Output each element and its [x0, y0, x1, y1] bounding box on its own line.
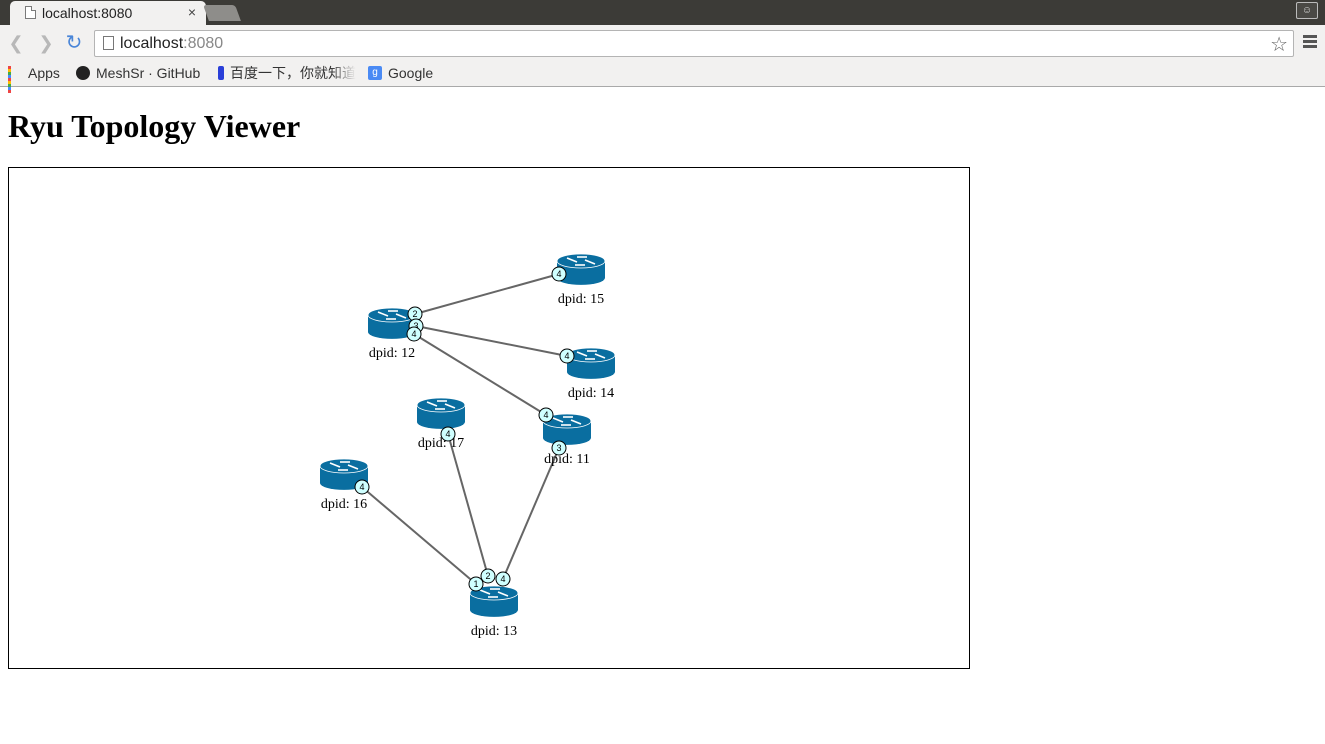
switch-15[interactable] — [556, 253, 606, 285]
page-title: Ryu Topology Viewer — [8, 108, 301, 144]
svg-text:2: 2 — [485, 571, 490, 581]
link-12-11 — [413, 333, 547, 416]
port-15-4: 4 — [551, 266, 567, 282]
topology-graph: dpid: 12 dpid: 15 dpid: 14 dpid: 17 dpid: 11… — [319, 253, 616, 639]
port-13-2: 2 — [480, 568, 496, 584]
svg-text:3: 3 — [556, 443, 561, 453]
switch-13[interactable] — [469, 585, 519, 617]
switch-label: dpid: 11 — [544, 452, 590, 467]
url-text: localhost:8080 — [120, 35, 224, 52]
forward-icon[interactable]: ❯ — [38, 33, 54, 53]
port-12-4: 4 — [406, 326, 422, 342]
new-tab-button[interactable] — [203, 5, 241, 21]
tab-strip: localhost:8080 × ☺ — [0, 0, 1325, 25]
port-17-4: 4 — [440, 426, 456, 442]
switch-label: dpid: 16 — [321, 497, 367, 512]
link-11-13 — [502, 447, 560, 580]
link-16-13 — [361, 486, 477, 585]
apps-grid-icon — [8, 66, 22, 93]
router-arrows-icon — [479, 588, 509, 598]
port-13-4: 4 — [495, 571, 511, 587]
router-arrows-icon — [552, 416, 582, 426]
link-12-15 — [414, 273, 560, 315]
bookmark-star-icon[interactable]: ☆ — [1270, 34, 1288, 56]
bookmark-github[interactable]: MeshSr · GitHub — [76, 63, 200, 83]
svg-text:4: 4 — [500, 574, 505, 584]
switch-14[interactable] — [566, 347, 616, 379]
router-arrows-icon — [576, 350, 606, 360]
address-bar[interactable]: localhost:8080 ☆ — [94, 30, 1294, 57]
back-icon[interactable]: ❮ — [8, 33, 24, 53]
svg-text:4: 4 — [359, 482, 364, 492]
link-17-13 — [447, 433, 489, 577]
tab-close-icon[interactable]: × — [187, 4, 196, 20]
profile-icon[interactable]: ☺ — [1296, 2, 1318, 19]
switch-12[interactable] — [367, 307, 417, 339]
topology-canvas: dpid: 12 dpid: 15 dpid: 14 dpid: 17 dpid: 11… — [8, 167, 970, 669]
tab-localhost[interactable]: localhost:8080 × — [10, 1, 206, 25]
github-icon — [76, 66, 90, 80]
bookmark-baidu[interactable]: 百度一下，你就知道 — [218, 63, 356, 83]
switch-label: dpid: 13 — [471, 624, 517, 639]
port-11-3: 3 — [551, 440, 567, 456]
svg-text:4: 4 — [543, 410, 548, 420]
svg-text:4: 4 — [411, 329, 416, 339]
port-16-4: 4 — [354, 479, 370, 495]
toolbar: ❮ ❯ ↻ localhost:8080 ☆ — [0, 25, 1325, 61]
bookmark-apps[interactable]: Apps — [8, 63, 60, 93]
menu-icon[interactable] — [1303, 35, 1317, 49]
baidu-paw-icon — [218, 66, 224, 80]
page-icon — [103, 36, 114, 50]
switch-label: dpid: 14 — [568, 386, 614, 401]
reload-icon[interactable]: ↻ — [65, 32, 83, 54]
router-arrows-icon — [426, 400, 456, 410]
router-arrows-icon — [566, 256, 596, 266]
port-11-4: 4 — [538, 407, 554, 423]
router-arrows-icon — [329, 461, 359, 471]
bookmark-google[interactable]: g Google — [368, 63, 433, 83]
svg-text:3: 3 — [413, 321, 418, 331]
port-13-1: 1 — [468, 576, 484, 592]
google-icon: g — [368, 66, 382, 80]
switch-label: dpid: 17 — [418, 436, 464, 451]
switch-17[interactable] — [416, 397, 466, 429]
bookmarks-bar: Apps MeshSr · GitHub 百度一下，你就知道 g Google — [0, 61, 1325, 93]
switch-label: dpid: 12 — [369, 346, 415, 361]
router-arrows-icon — [377, 310, 407, 320]
switch-11[interactable] — [542, 413, 592, 445]
svg-text:2: 2 — [412, 309, 417, 319]
svg-text:4: 4 — [445, 429, 450, 439]
port-14-4: 4 — [559, 348, 575, 364]
page-icon — [25, 6, 36, 19]
tab-title: localhost:8080 — [42, 5, 133, 21]
svg-text:4: 4 — [564, 351, 569, 361]
switch-label: dpid: 15 — [558, 292, 604, 307]
svg-text:4: 4 — [556, 269, 561, 279]
link-12-14 — [415, 325, 568, 357]
svg-text:1: 1 — [473, 579, 478, 589]
